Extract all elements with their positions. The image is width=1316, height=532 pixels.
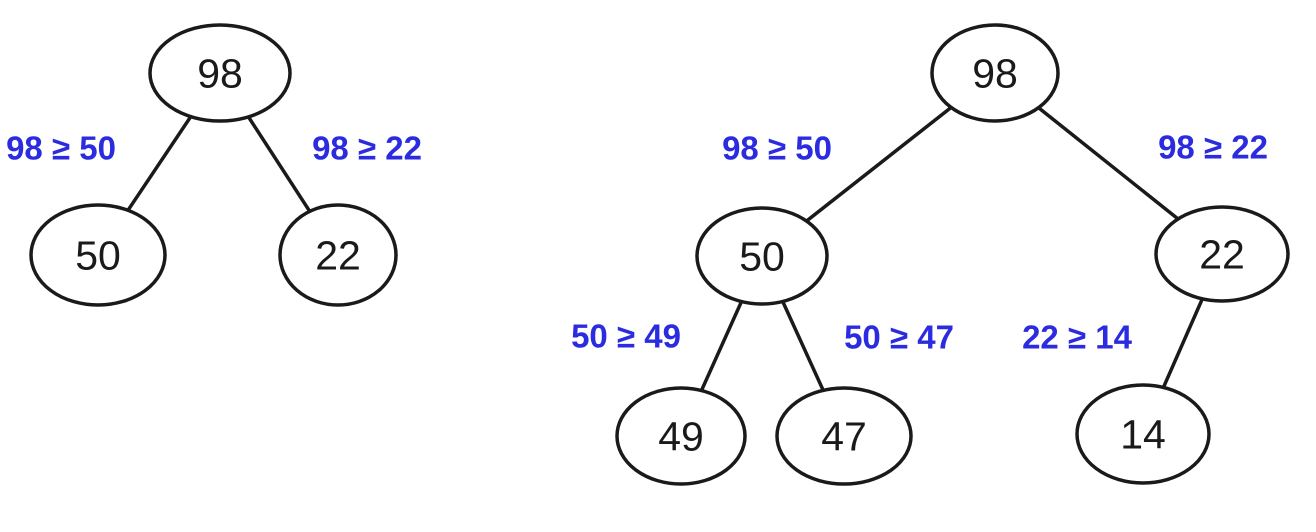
node-ellipse [278,203,398,307]
comparison-label: 22 ≥ 14 [1022,319,1133,356]
node-value: 98 [197,50,243,96]
node-value: 22 [1199,231,1245,277]
comparison-label: 98 ≥ 50 [6,130,116,167]
tree-node-14: 14 [1075,383,1211,485]
node-value: 22 [315,232,361,278]
tree-node-50: 50 [695,206,829,306]
tree-node-22: 22 [278,203,398,307]
node-ellipse [1075,383,1211,485]
tree-node-98: 98 [930,23,1060,123]
node-ellipse [615,386,747,486]
node-ellipse [695,206,829,306]
comparison-label: 98 ≥ 22 [1158,129,1268,166]
heap-tree-two-level: 98 50 22 98 ≥ 50 98 ≥ 22 [6,23,422,307]
comparison-label: 50 ≥ 47 [844,319,954,356]
node-value: 98 [972,50,1018,96]
node-ellipse [775,386,913,486]
node-value: 50 [75,232,121,278]
node-ellipse [930,23,1060,123]
node-value: 14 [1120,411,1166,457]
node-ellipse [29,203,167,307]
tree-node-50: 50 [29,203,167,307]
comparison-label: 98 ≥ 50 [722,130,832,167]
node-value: 49 [658,413,704,459]
node-ellipse [148,23,292,123]
heap-tree-three-level: 98 50 22 49 47 14 98 ≥ 50 98 ≥ 22 50 ≥ 49 50 ≥ 47… [571,23,1290,486]
node-ellipse [1154,205,1290,303]
comparison-label: 50 ≥ 49 [571,318,681,355]
tree-node-49: 49 [615,386,747,486]
node-value: 50 [739,233,785,279]
comparison-label: 98 ≥ 22 [312,130,422,167]
tree-node-22: 22 [1154,205,1290,303]
node-value: 47 [821,413,867,459]
tree-node-98: 98 [148,23,292,123]
tree-node-47: 47 [775,386,913,486]
